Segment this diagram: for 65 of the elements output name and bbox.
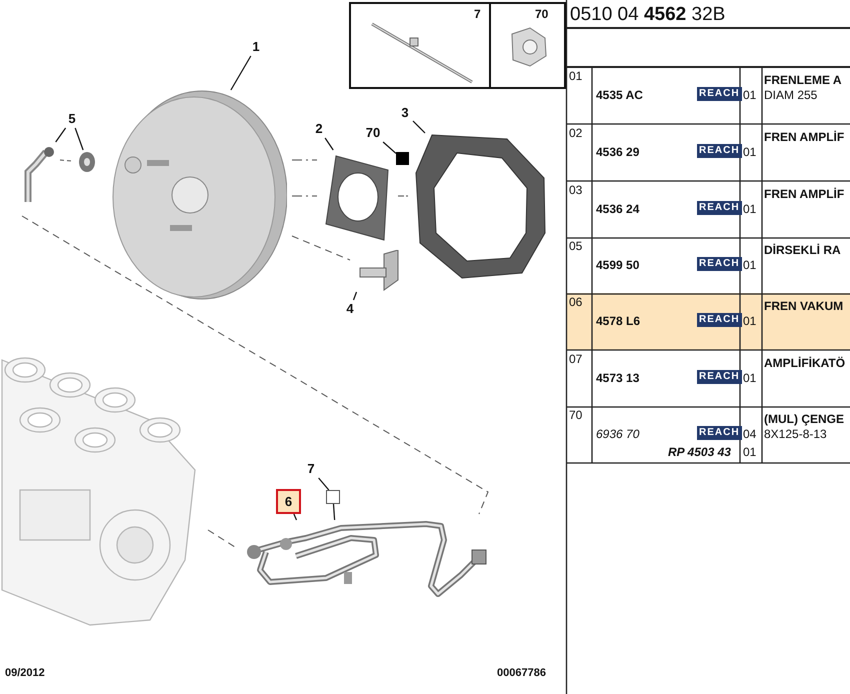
leader-line	[324, 138, 334, 150]
reach-badge: REACH	[697, 87, 742, 101]
leader-line	[352, 292, 358, 300]
replacement-reference: RP 4503 43	[668, 445, 731, 459]
callout-number: 4	[342, 300, 358, 318]
callout-number: 7	[303, 460, 319, 478]
highlighted-callout-number: 6	[276, 489, 301, 514]
leader-line	[74, 128, 84, 150]
part-reference: 4599 50	[596, 258, 640, 272]
reach-badge: REACH	[697, 201, 742, 215]
date-code: 09/2012	[5, 666, 45, 680]
part-description: FRENLEME A	[764, 73, 842, 87]
leader-line	[412, 120, 426, 134]
quantity: 01	[743, 145, 756, 159]
row-number: 01	[569, 69, 582, 83]
quantity: 04	[743, 427, 756, 441]
reach-badge: REACH	[697, 426, 742, 440]
leader-line	[55, 128, 66, 142]
reach-badge: REACH	[697, 257, 742, 271]
reach-badge: REACH	[697, 144, 742, 158]
callout-number: 3	[397, 104, 413, 122]
part-description: (MUL) ÇENGE	[764, 412, 844, 426]
part-description: AMPLİFİKATÖ	[764, 356, 846, 370]
part-description: DIAM 255	[764, 88, 818, 102]
callout-number: 5	[64, 110, 80, 128]
fixing-marker	[396, 152, 409, 165]
leader-line	[293, 514, 298, 520]
callout-number: 70	[361, 124, 385, 142]
callout-number: 2	[311, 120, 327, 138]
drawing-number: 00067786	[497, 666, 546, 680]
row-number: 02	[569, 126, 582, 140]
part-description: 8X125-8-13	[764, 427, 827, 441]
part-description: FREN AMPLİF	[764, 187, 844, 201]
leader-line	[332, 504, 336, 520]
inset-number: 7	[474, 7, 481, 21]
row-number: 03	[569, 183, 582, 197]
part-description: FREN AMPLİF	[764, 130, 844, 144]
leader-line	[230, 56, 252, 90]
quantity: 01	[743, 88, 756, 102]
part-description: FREN VAKUM	[764, 299, 844, 313]
row-number: 70	[569, 408, 582, 422]
quantity: 01	[743, 258, 756, 272]
reach-badge: REACH	[697, 313, 742, 327]
clip-marker	[326, 490, 340, 504]
part-reference: 4578 L6	[596, 314, 640, 328]
washer-drawing	[77, 150, 97, 174]
part-reference: 6936 70	[596, 427, 640, 441]
quantity: 01	[743, 202, 756, 216]
part-reference: 4535 AC	[596, 88, 643, 102]
quantity: 01	[743, 314, 756, 328]
part-description: DİRSEKLİ RA	[764, 243, 841, 257]
row-number: 05	[569, 239, 582, 253]
callout-number: 1	[248, 38, 264, 56]
inset-number: 70	[535, 7, 548, 21]
quantity: 01	[743, 445, 756, 459]
part-number-header: 0510 04 4562 32B	[570, 4, 726, 26]
leader-line	[382, 142, 396, 154]
leader-line	[318, 478, 330, 490]
quantity: 01	[743, 371, 756, 385]
row-number: 07	[569, 352, 582, 366]
reach-badge: REACH	[697, 370, 742, 384]
part-reference: 4573 13	[596, 371, 640, 385]
row-number: 06	[569, 295, 582, 309]
part-reference: 4536 24	[596, 202, 640, 216]
part-reference: 4536 29	[596, 145, 640, 159]
